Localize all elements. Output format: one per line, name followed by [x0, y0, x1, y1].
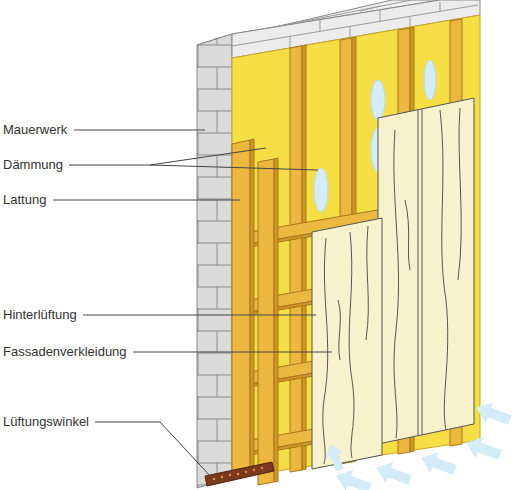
facade-cladding	[312, 98, 474, 469]
part-label: Fassadenverkleidung	[2, 344, 128, 360]
air-flow-arrows	[322, 397, 514, 490]
leader-line	[53, 200, 240, 201]
part-label: Hinterlüftung	[2, 307, 78, 323]
leader-line	[95, 422, 212, 478]
leader-line	[83, 315, 316, 316]
wall-side	[197, 34, 232, 488]
ventilation-angle	[205, 462, 274, 486]
leader-line	[133, 352, 332, 353]
front-laths	[232, 139, 278, 485]
part-label: Dämmung	[2, 157, 64, 173]
leader-line	[150, 165, 318, 170]
part-label: Mauerwerk	[2, 122, 68, 138]
leader-line	[69, 148, 266, 165]
part-label: Lüftungswinkel	[2, 414, 90, 430]
part-label: Lattung	[2, 192, 47, 208]
leader-line	[74, 130, 205, 131]
